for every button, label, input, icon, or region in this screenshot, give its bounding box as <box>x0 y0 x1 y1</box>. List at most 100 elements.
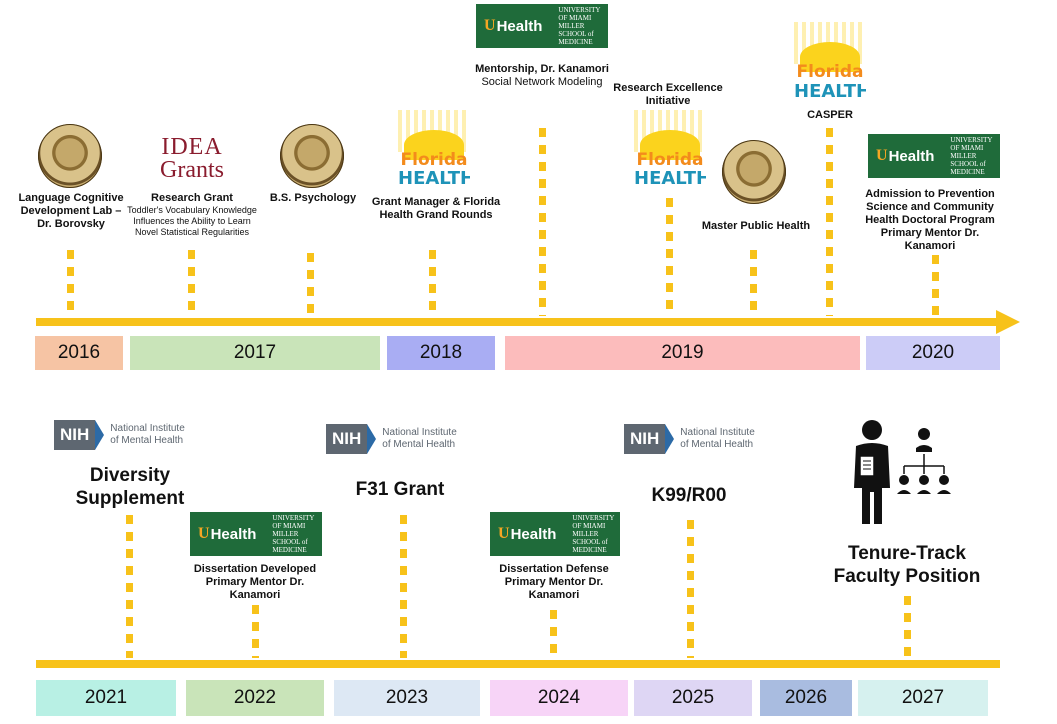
event-diversity-supplement: Diversity Supplement <box>52 464 208 510</box>
year-label: 2023 <box>385 687 429 708</box>
connector <box>539 128 546 316</box>
year-label: 2018 <box>419 342 463 363</box>
connector <box>904 596 911 658</box>
nih-text-line2: of Mental Health <box>680 439 754 450</box>
year-box-2026: 2026 <box>760 680 852 716</box>
year-label: 2022 <box>233 687 277 708</box>
connector <box>67 250 74 316</box>
event-title: B.S. Psychology <box>269 192 357 204</box>
fsu-seal-logo <box>280 124 344 188</box>
florida-word: Florida <box>400 150 468 170</box>
top-timeline-arrowhead <box>996 310 1020 334</box>
top-timeline-axis <box>36 318 998 326</box>
event-title: CASPER <box>807 109 853 121</box>
event-language-lab: Language Cognitive Development Lab – Dr.… <box>12 192 130 231</box>
event-subtitle: Social Network Modeling <box>481 76 603 88</box>
connector <box>550 610 557 658</box>
connector <box>126 515 133 658</box>
florida-word: Florida <box>796 62 864 82</box>
year-label: 2020 <box>911 342 955 363</box>
event-title: Diversity Supplement <box>75 465 185 509</box>
year-label: 2021 <box>84 687 128 708</box>
health-word: HEALTH <box>398 168 470 189</box>
year-box-2016: 2016 <box>35 336 123 370</box>
event-research-grant: Research Grant Toddler's Vocabulary Know… <box>122 192 262 238</box>
connector <box>932 255 939 316</box>
uhealth-word: Health <box>888 147 935 165</box>
event-casper: CASPER <box>790 109 870 122</box>
event-title: Dissertation Defense Primary Mentor Dr. … <box>499 563 609 601</box>
connector <box>252 605 259 658</box>
florida-word: Florida <box>636 150 704 170</box>
uhealth-school: UNIVERSITY OF MIAMI MILLER SCHOOL of MED… <box>572 514 615 554</box>
uhealth-word: Health <box>210 525 257 543</box>
event-tenure-track: Tenure-Track Faculty Position <box>822 542 992 588</box>
year-label: 2017 <box>233 342 277 363</box>
nih-box: NIH <box>624 424 666 454</box>
event-dissertation-defense: Dissertation Defense Primary Mentor Dr. … <box>484 563 624 602</box>
fsu-seal-logo <box>722 140 786 204</box>
event-grant-manager: Grant Manager & Florida Health Grand Rou… <box>368 196 504 222</box>
bottom-timeline-axis <box>36 660 1000 668</box>
connector <box>429 250 436 316</box>
event-research-excellence: Research Excellence Initiative <box>608 82 728 108</box>
event-title: Admission to Prevention Science and Comm… <box>865 188 995 252</box>
florida-health-logo: Florida HEALTH <box>794 22 866 104</box>
nih-text-line2: of Mental Health <box>110 435 184 446</box>
uhealth-school: UNIVERSITY OF MIAMI MILLER SCHOOL of MED… <box>950 136 993 176</box>
uhealth-word: Health <box>510 525 557 543</box>
fsu-seal-logo <box>38 124 102 188</box>
nih-text-line2: of Mental Health <box>382 439 456 450</box>
year-label: 2025 <box>671 687 715 708</box>
health-word: HEALTH <box>794 81 866 102</box>
year-box-2024: 2024 <box>490 680 628 716</box>
event-admission: Admission to Prevention Science and Comm… <box>856 188 1004 253</box>
connector <box>750 250 757 316</box>
florida-health-logo: Florida HEALTH <box>398 110 470 190</box>
connector <box>687 520 694 658</box>
uhealth-school: UNIVERSITY OF MIAMI MILLER SCHOOL of MED… <box>558 6 601 46</box>
year-box-2025: 2025 <box>634 680 752 716</box>
connector <box>307 253 314 316</box>
event-title: Dissertation Developed Primary Mentor Dr… <box>193 563 317 601</box>
event-title: Tenure-Track Faculty Position <box>833 543 981 587</box>
year-box-2021: 2021 <box>36 680 176 716</box>
year-box-2027: 2027 <box>858 680 988 716</box>
uhealth-word: Health <box>496 17 543 35</box>
year-label: 2024 <box>537 687 581 708</box>
health-word: HEALTH <box>634 168 706 189</box>
nih-text-line1: National Institute <box>382 427 457 438</box>
year-box-2022: 2022 <box>186 680 324 716</box>
event-title: Grant Manager & Florida Health Grand Rou… <box>371 196 501 221</box>
year-label: 2027 <box>901 687 945 708</box>
connector <box>826 128 833 316</box>
faculty-presenter-icon <box>854 420 951 524</box>
uhealth-u: U <box>484 17 496 34</box>
event-title: F31 Grant <box>355 479 445 500</box>
nih-text-line1: National Institute <box>110 423 185 434</box>
uhealth-u: U <box>198 525 210 542</box>
nih-chevron-icon <box>665 424 675 454</box>
year-label: 2019 <box>661 342 704 363</box>
nih-box: NIH <box>54 420 96 450</box>
year-box-2017: 2017 <box>130 336 380 370</box>
event-title: Master Public Health <box>701 220 811 232</box>
idea-logo-line2: Grants <box>160 157 224 183</box>
connector <box>400 515 407 658</box>
event-title: K99/R00 <box>651 485 727 506</box>
event-subtitle: Toddler's Vocabulary Knowledge Influence… <box>127 205 257 237</box>
nih-box: NIH <box>326 424 368 454</box>
year-box-2019: 2019 <box>505 336 860 370</box>
uhealth-school: UNIVERSITY OF MIAMI MILLER SCHOOL of MED… <box>272 514 315 554</box>
nih-chevron-icon <box>367 424 377 454</box>
event-dissertation-developed: Dissertation Developed Primary Mentor Dr… <box>186 563 324 602</box>
event-k99-r00: K99/R00 <box>624 484 754 507</box>
event-title: Language Cognitive Development Lab – Dr.… <box>18 192 124 230</box>
